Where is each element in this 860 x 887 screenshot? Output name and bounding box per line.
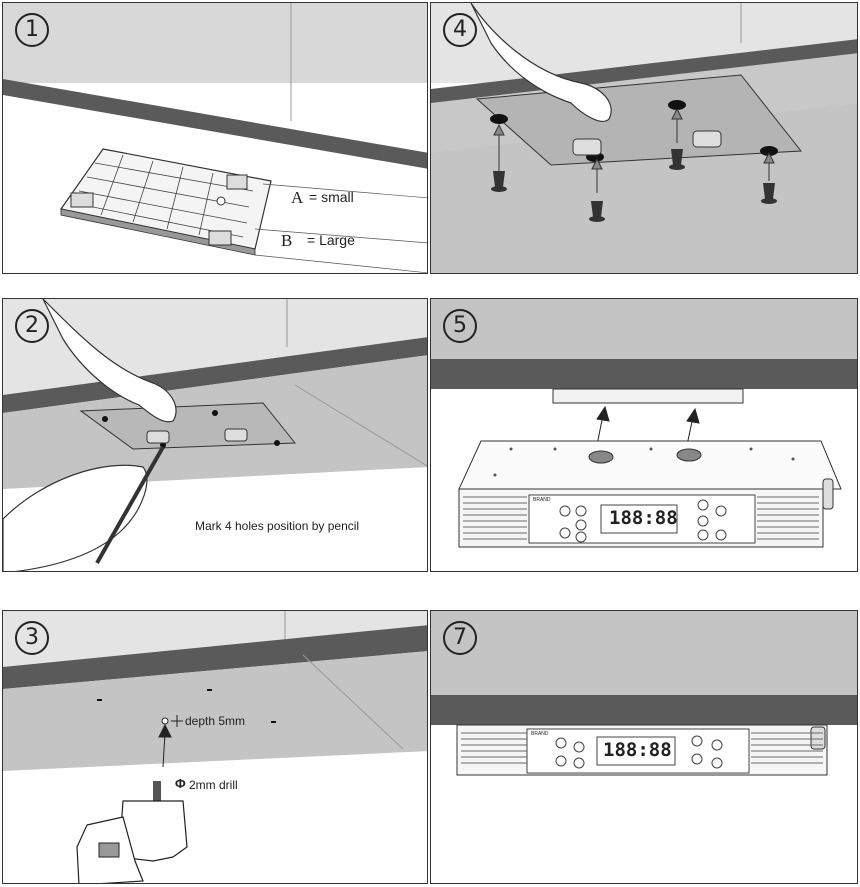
step-7-illustration [431, 611, 857, 776]
drill-label: 2mm drill [189, 778, 238, 792]
label-b-letter: B [281, 231, 293, 250]
step-5-illustration [431, 299, 857, 548]
drill-symbol: Φ [175, 776, 186, 791]
step-1-panel: 1 A = small B = Large [2, 2, 428, 274]
step-2-caption: Mark 4 holes position by pencil [195, 519, 360, 533]
step-2-illustration [3, 299, 427, 571]
step-5-panel: 5 BRAND 188:88 [430, 298, 858, 572]
step-2-panel: 2 Mark 4 holes position by pencil [2, 298, 428, 572]
label-a-letter: A [291, 188, 304, 207]
step-7-brand: BRAND [531, 731, 549, 737]
step-7-panel: 7 BRAND 188:88 [430, 610, 858, 884]
step-number-4: 4 [443, 13, 477, 47]
label-a-text: = small [309, 189, 354, 205]
depth-label: depth 5mm [185, 714, 246, 728]
step-number-7: 7 [443, 621, 477, 655]
step-1-illustration [3, 3, 427, 273]
step-number-3: 3 [15, 621, 49, 655]
step-4-illustration [431, 3, 857, 273]
step-5-brand: BRAND [533, 497, 551, 503]
label-b-text: = Large [307, 232, 355, 248]
step-number-2: 2 [15, 309, 49, 343]
step-5-display: 188:88 [609, 507, 678, 529]
step-number-1: 1 [15, 13, 49, 47]
step-3-illustration [3, 611, 427, 883]
step-number-5: 5 [443, 309, 477, 343]
step-3-panel: 3 depth 5mm Φ 2mm drill [2, 610, 428, 884]
step-4-panel: 4 [430, 2, 858, 274]
step-7-display: 188:88 [603, 739, 672, 761]
